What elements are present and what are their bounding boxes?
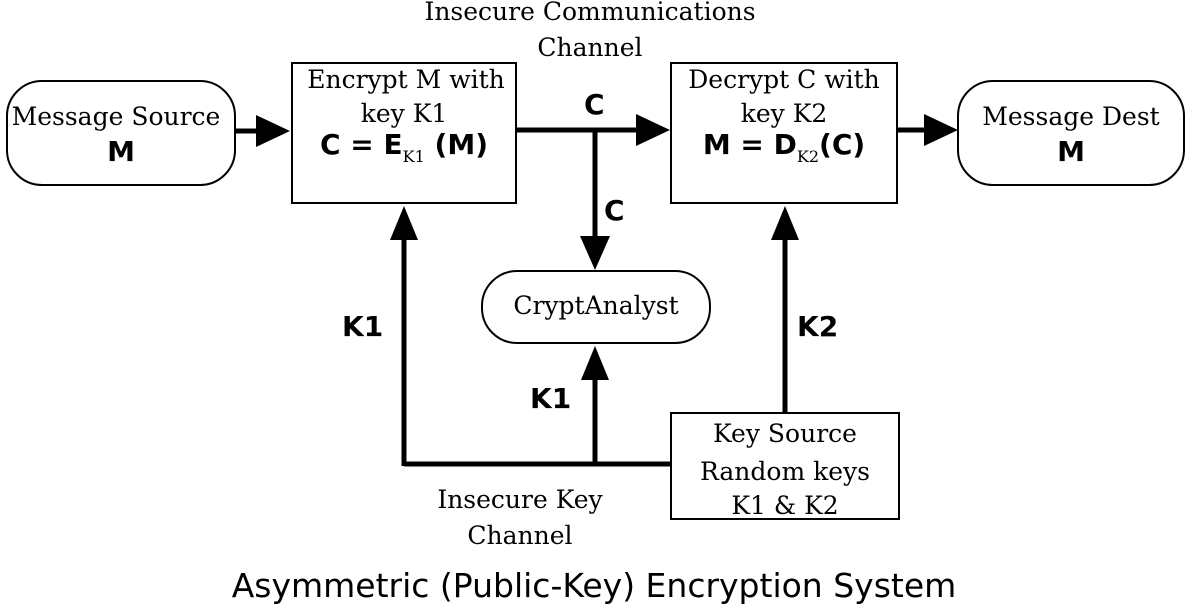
message-source-label: Message Source xyxy=(11,102,221,131)
key-channel-label-line2: Channel xyxy=(467,521,573,550)
decrypt-equation: M = DK2(C) xyxy=(672,128,896,166)
decrypt-eq-subscript: K2 xyxy=(796,147,820,166)
arrowhead-decrypt-to-dest xyxy=(924,114,958,146)
arrowhead-source-to-encrypt xyxy=(256,115,290,147)
edge-label-k1-left: K1 xyxy=(342,310,384,343)
diagram-title: Asymmetric (Public-Key) Encryption Syste… xyxy=(231,566,957,605)
arrowhead-k1-to-encrypt xyxy=(390,206,418,240)
arrowhead-cipher-to-cryptanalyst xyxy=(580,236,610,270)
arrowhead-k2-to-decrypt xyxy=(771,206,799,240)
message-dest-label: Message Dest xyxy=(982,102,1160,131)
message-source-node: Message Source M xyxy=(6,80,236,186)
key-channel-label-line1: Insecure Key xyxy=(437,485,603,514)
encrypt-eq-lhs: C = E xyxy=(320,128,403,161)
arrowhead-encrypt-to-decrypt xyxy=(636,114,670,146)
key-source-label-line2: Random keys xyxy=(699,457,870,486)
comm-channel-label: Insecure Communications Channel xyxy=(380,0,800,66)
key-source-node: Key Source Random keys K1 & K2 xyxy=(670,412,900,520)
message-source-symbol: M xyxy=(107,135,135,168)
cryptanalyst-label: CryptAnalyst xyxy=(513,291,679,320)
encrypt-node: Encrypt M with key K1 C = EK1 (M) xyxy=(291,62,517,204)
cryptanalyst-node: CryptAnalyst xyxy=(481,270,711,344)
comm-channel-label-line2: Channel xyxy=(537,33,643,62)
edge-label-k1-center: K1 xyxy=(530,382,572,415)
comm-channel-label-line1: Insecure Communications xyxy=(424,0,756,26)
encrypt-eq-rhs: (M) xyxy=(424,128,488,161)
encrypt-label-line2: key K1 xyxy=(360,99,448,128)
arrowhead-k1-to-cryptanalyst xyxy=(581,346,609,380)
decrypt-label-line2: key K2 xyxy=(740,99,828,128)
encrypt-eq-subscript: K1 xyxy=(402,147,425,166)
encrypt-label-line1: Encrypt M with xyxy=(307,65,505,94)
decrypt-node: Decrypt C with key K2 M = DK2(C) xyxy=(670,62,898,204)
message-dest-symbol: M xyxy=(1057,135,1085,168)
edge-label-k2-right: K2 xyxy=(797,310,839,343)
message-dest-node: Message Dest M xyxy=(957,80,1185,186)
edge-label-cipher-top: C xyxy=(584,88,605,121)
edge-label-cipher-down: C xyxy=(604,194,625,227)
decrypt-label-line1: Decrypt C with xyxy=(688,65,880,94)
key-source-label-line3: K1 & K2 xyxy=(731,491,839,520)
decrypt-eq-lhs: M = D xyxy=(702,128,797,161)
key-channel-label: Insecure Key Channel xyxy=(390,482,650,554)
key-source-label-line1: Key Source xyxy=(713,419,857,448)
encrypt-equation: C = EK1 (M) xyxy=(293,128,515,166)
decrypt-eq-rhs: (C) xyxy=(819,128,866,161)
